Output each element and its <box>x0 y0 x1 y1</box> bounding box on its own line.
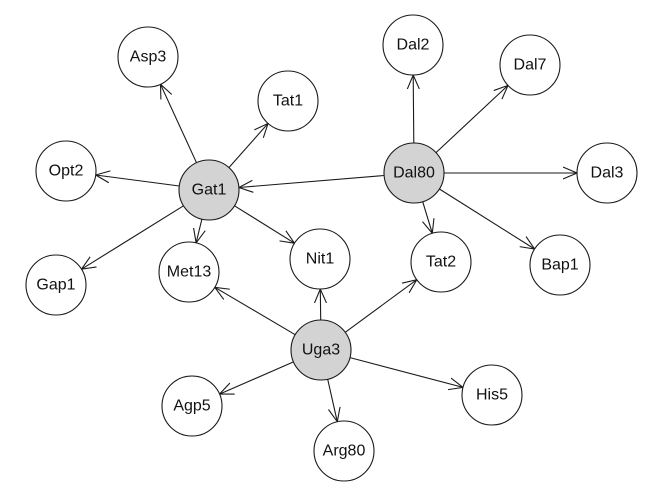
node-label-nit1: Nit1 <box>306 251 335 268</box>
edge-dal80-to-dal2 <box>413 75 414 144</box>
edge-gat1-to-tat1 <box>228 123 268 168</box>
node-circle-nit1 <box>289 228 351 290</box>
node-circle-opt2 <box>35 140 97 202</box>
node-gap1: Gap1 <box>25 254 87 316</box>
edge-gat1-to-gap1 <box>82 205 184 269</box>
node-opt2: Opt2 <box>35 140 97 202</box>
node-label-tat2: Tat2 <box>426 254 456 271</box>
node-circle-uga3 <box>290 319 352 381</box>
edge-dal80-to-dal7 <box>435 85 508 154</box>
node-circle-his5 <box>461 364 523 426</box>
node-circle-arg80 <box>313 420 375 482</box>
node-uga3: Uga3 <box>290 319 352 381</box>
edge-uga3-to-met13 <box>215 287 296 336</box>
node-gat1: Gat1 <box>178 159 240 221</box>
node-label-arg80: Arg80 <box>323 443 366 460</box>
node-nit1: Nit1 <box>289 228 351 290</box>
edge-uga3-to-tat2 <box>344 280 417 333</box>
edge-uga3-to-his5 <box>349 357 463 388</box>
node-circle-gap1 <box>25 254 87 316</box>
node-circle-agp5 <box>161 375 223 437</box>
node-label-agp5: Agp5 <box>173 398 210 415</box>
edge-uga3-to-arg80 <box>327 379 338 421</box>
node-dal80: Dal80 <box>383 142 445 204</box>
node-label-tat1: Tat1 <box>273 93 303 110</box>
edge-gat1-to-opt2 <box>96 175 180 187</box>
edge-dal80-to-tat2 <box>423 201 433 234</box>
node-label-dal2: Dal2 <box>397 37 430 54</box>
edge-gat1-to-asp3 <box>161 84 197 163</box>
edge-dal80-to-gat1 <box>239 174 385 188</box>
edge-dal80-to-bap1 <box>439 188 534 249</box>
node-label-his5: His5 <box>476 387 508 404</box>
node-dal7: Dal7 <box>499 34 561 96</box>
edge-gat1-to-met13 <box>196 218 202 243</box>
node-bap1: Bap1 <box>529 234 591 296</box>
node-circle-dal3 <box>576 142 638 204</box>
node-circle-tat1 <box>257 70 319 132</box>
node-circle-gat1 <box>178 159 240 221</box>
node-circle-met13 <box>158 241 220 303</box>
node-circle-bap1 <box>529 234 591 296</box>
node-label-bap1: Bap1 <box>541 257 578 274</box>
node-dal2: Dal2 <box>382 14 444 76</box>
edge-gat1-to-nit1 <box>234 205 295 243</box>
node-label-met13: Met13 <box>167 264 212 281</box>
node-label-dal80: Dal80 <box>393 165 435 182</box>
node-circle-asp3 <box>117 26 179 88</box>
node-tat1: Tat1 <box>257 70 319 132</box>
node-label-opt2: Opt2 <box>49 163 84 180</box>
node-tat2: Tat2 <box>410 231 472 293</box>
node-label-gap1: Gap1 <box>36 277 75 294</box>
node-dal3: Dal3 <box>576 142 638 204</box>
node-label-dal7: Dal7 <box>514 57 547 74</box>
node-label-dal3: Dal3 <box>591 165 624 182</box>
node-his5: His5 <box>461 364 523 426</box>
node-label-uga3: Uga3 <box>302 342 340 359</box>
node-circle-dal80 <box>383 142 445 204</box>
edges-layer <box>82 75 578 422</box>
node-circle-tat2 <box>410 231 472 293</box>
node-agp5: Agp5 <box>161 375 223 437</box>
node-asp3: Asp3 <box>117 26 179 88</box>
node-label-asp3: Asp3 <box>130 49 167 66</box>
node-met13: Met13 <box>158 241 220 303</box>
node-circle-dal7 <box>499 34 561 96</box>
edge-uga3-to-agp5 <box>220 361 294 394</box>
node-circle-dal2 <box>382 14 444 76</box>
node-arg80: Arg80 <box>313 420 375 482</box>
node-label-gat1: Gat1 <box>192 182 227 199</box>
